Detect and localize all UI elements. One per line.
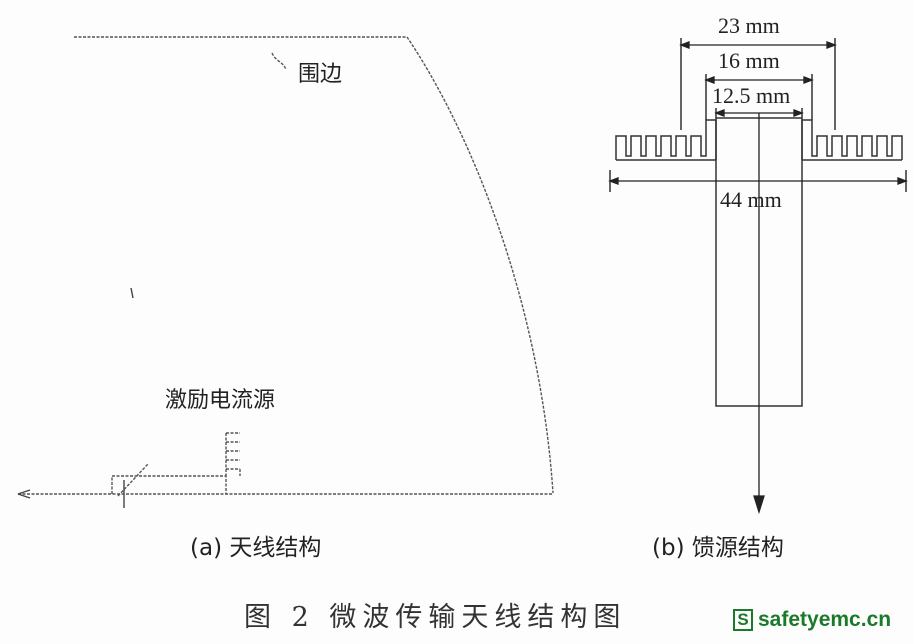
rim-label: 围边 [298, 62, 343, 87]
source-slant [117, 463, 149, 497]
reflector-curve [406, 36, 554, 494]
ext-16mm [705, 74, 813, 120]
rim-leader-line [271, 52, 287, 71]
arrow-16mm-left [704, 76, 715, 84]
dim-label-44mm: 44 mm [720, 187, 782, 212]
arrow-23mm-left [679, 41, 690, 49]
right-corrugations [801, 119, 903, 160]
watermark-logo: S safetyemc.cn [733, 606, 891, 634]
dim-label-12-5mm: 12.5 mm [712, 83, 791, 108]
dim-label-23mm: 23 mm [718, 13, 780, 38]
arrow-16mm-right [803, 76, 814, 84]
source-coil [225, 432, 241, 476]
arrow-12-5mm-right [793, 109, 804, 117]
arrow-23mm-right [826, 41, 837, 49]
ext-23mm [680, 38, 836, 130]
feed-axis-arrowhead [753, 495, 765, 515]
baseline-left-tick [17, 489, 31, 499]
stray-mark [130, 287, 134, 299]
watermark-text: safetyemc.cn [758, 608, 892, 631]
feed-structure-caption: (b) 馈源结构 [652, 535, 784, 561]
arrow-12-5mm-left [714, 109, 725, 117]
source-label: 激励电流源 [165, 388, 276, 413]
watermark-badge: S [733, 609, 753, 631]
figure-caption: 图 2 微波传输天线结构图 [244, 602, 627, 633]
arrow-44mm-right [897, 177, 908, 185]
arrow-44mm-left [608, 177, 619, 185]
left-corrugations [615, 119, 717, 160]
antenna-structure-caption: (a) 天线结构 [190, 535, 322, 561]
dim-label-16mm: 16 mm [718, 48, 780, 73]
source-feed-step [111, 475, 227, 494]
